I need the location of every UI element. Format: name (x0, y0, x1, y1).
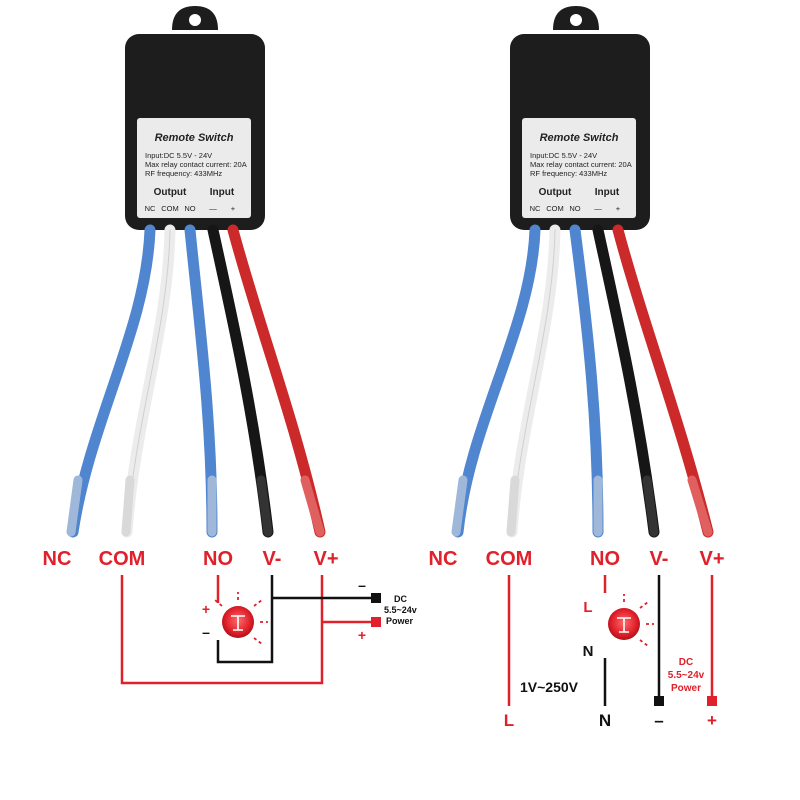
dc-power-label: Power (671, 683, 701, 694)
input-group-label: Input (595, 187, 620, 198)
lamp-bulb (214, 592, 268, 645)
spec-line: RF frequency: 433MHz (530, 169, 607, 178)
dc-minus-terminal (654, 696, 664, 706)
wire-label-no: NO (590, 548, 620, 570)
ac-n-label: N (599, 711, 611, 730)
mounting-hole (570, 14, 582, 26)
bulb-filament (231, 615, 245, 631)
wire-tip (642, 475, 659, 537)
terminal-label-nc: NC (145, 204, 156, 213)
lamp-minus-sign: – (202, 624, 210, 640)
dc-power-label: Power (386, 616, 414, 626)
spec-line: Input:DC 5.5V - 24V (145, 151, 212, 160)
terminal-label-com: COM (546, 204, 564, 213)
bulb-rays (623, 594, 654, 647)
dc-label: DC (679, 657, 693, 668)
dc-range-label: 5.5~24v (668, 670, 705, 681)
wire-tip (451, 475, 468, 537)
lamp-plus-sign: + (202, 601, 210, 617)
terminal-label-minus: — (594, 204, 602, 213)
spec-line: Input:DC 5.5V - 24V (530, 151, 597, 160)
remote-switch-device: Remote Switch Input:DC 5.5V - 24V Max re… (125, 6, 265, 230)
lamp-bulb (608, 594, 654, 647)
spec-line: RF frequency: 433MHz (145, 169, 222, 178)
spec-line: Max relay contact current: 20A (530, 160, 632, 169)
left-panel: Remote Switch Input:DC 5.5V - 24V Max re… (43, 6, 417, 685)
wire-tip (300, 475, 325, 537)
device-title: Remote Switch (155, 132, 234, 144)
wire-label-v-plus: V+ (313, 548, 338, 570)
output-group-label: Output (154, 187, 187, 198)
terminal-label-nc: NC (530, 204, 541, 213)
bulb-filament (617, 617, 631, 633)
wire-label-v-minus: V- (650, 548, 669, 570)
input-group-label: Input (210, 187, 235, 198)
right-panel: Remote Switch Input:DC 5.5V - 24V Max re… (429, 6, 725, 730)
ac-l-label: L (504, 711, 514, 730)
lamp-l-label: L (583, 599, 592, 616)
wire-tip (506, 475, 520, 537)
lamp-return (216, 575, 274, 664)
device-title: Remote Switch (540, 132, 619, 144)
wire-label-com: COM (486, 548, 533, 570)
wire-label-nc: NC (429, 548, 458, 570)
left-schematic (120, 575, 372, 685)
wire-tip (121, 475, 135, 537)
remote-switch-device: Remote Switch Input:DC 5.5V - 24V Max re… (510, 6, 650, 230)
ac-voltage-label: 1V~250V (520, 679, 579, 695)
terminal-label-no: NO (184, 204, 195, 213)
wire-nc (452, 224, 541, 538)
bulb-rays (214, 592, 268, 645)
device-label-plate (522, 118, 636, 218)
wire-bundle (66, 224, 326, 538)
wire-label-nc: NC (43, 548, 72, 570)
dc-minus-sign: – (654, 711, 663, 730)
wire-tip (256, 475, 273, 537)
output-group-label: Output (539, 187, 572, 198)
wire-tip (687, 475, 713, 537)
wire-label-v-minus: V- (263, 548, 282, 570)
dc-plus-terminal (707, 696, 717, 706)
lamp-n-label: N (583, 643, 594, 660)
terminal-label-com: COM (161, 204, 179, 213)
terminal-label-minus: — (209, 204, 217, 213)
dc-plus-terminal (371, 617, 381, 627)
dc-label: DC (394, 594, 407, 604)
mounting-hole (189, 14, 201, 26)
dc-range-label: 5.5~24v (384, 605, 417, 615)
dc-plus-sign: + (707, 711, 717, 730)
dc-minus-terminal (371, 593, 381, 603)
terminal-label-plus: + (231, 204, 236, 213)
wire-label-v-plus: V+ (699, 548, 724, 570)
wire-tip (66, 475, 83, 537)
right-schematic (507, 575, 714, 706)
com-loop-line (120, 575, 324, 685)
dc-minus-sign: – (358, 577, 366, 593)
wire-label-no: NO (203, 548, 233, 570)
dc-plus-sign: + (358, 627, 366, 643)
terminal-label-no: NO (569, 204, 580, 213)
spec-line: Max relay contact current: 20A (145, 160, 247, 169)
wire-nc (67, 224, 156, 538)
terminal-label-plus: + (616, 204, 621, 213)
wire-bundle (451, 224, 714, 538)
wire-label-com: COM (99, 548, 146, 570)
device-label-plate (137, 118, 251, 218)
